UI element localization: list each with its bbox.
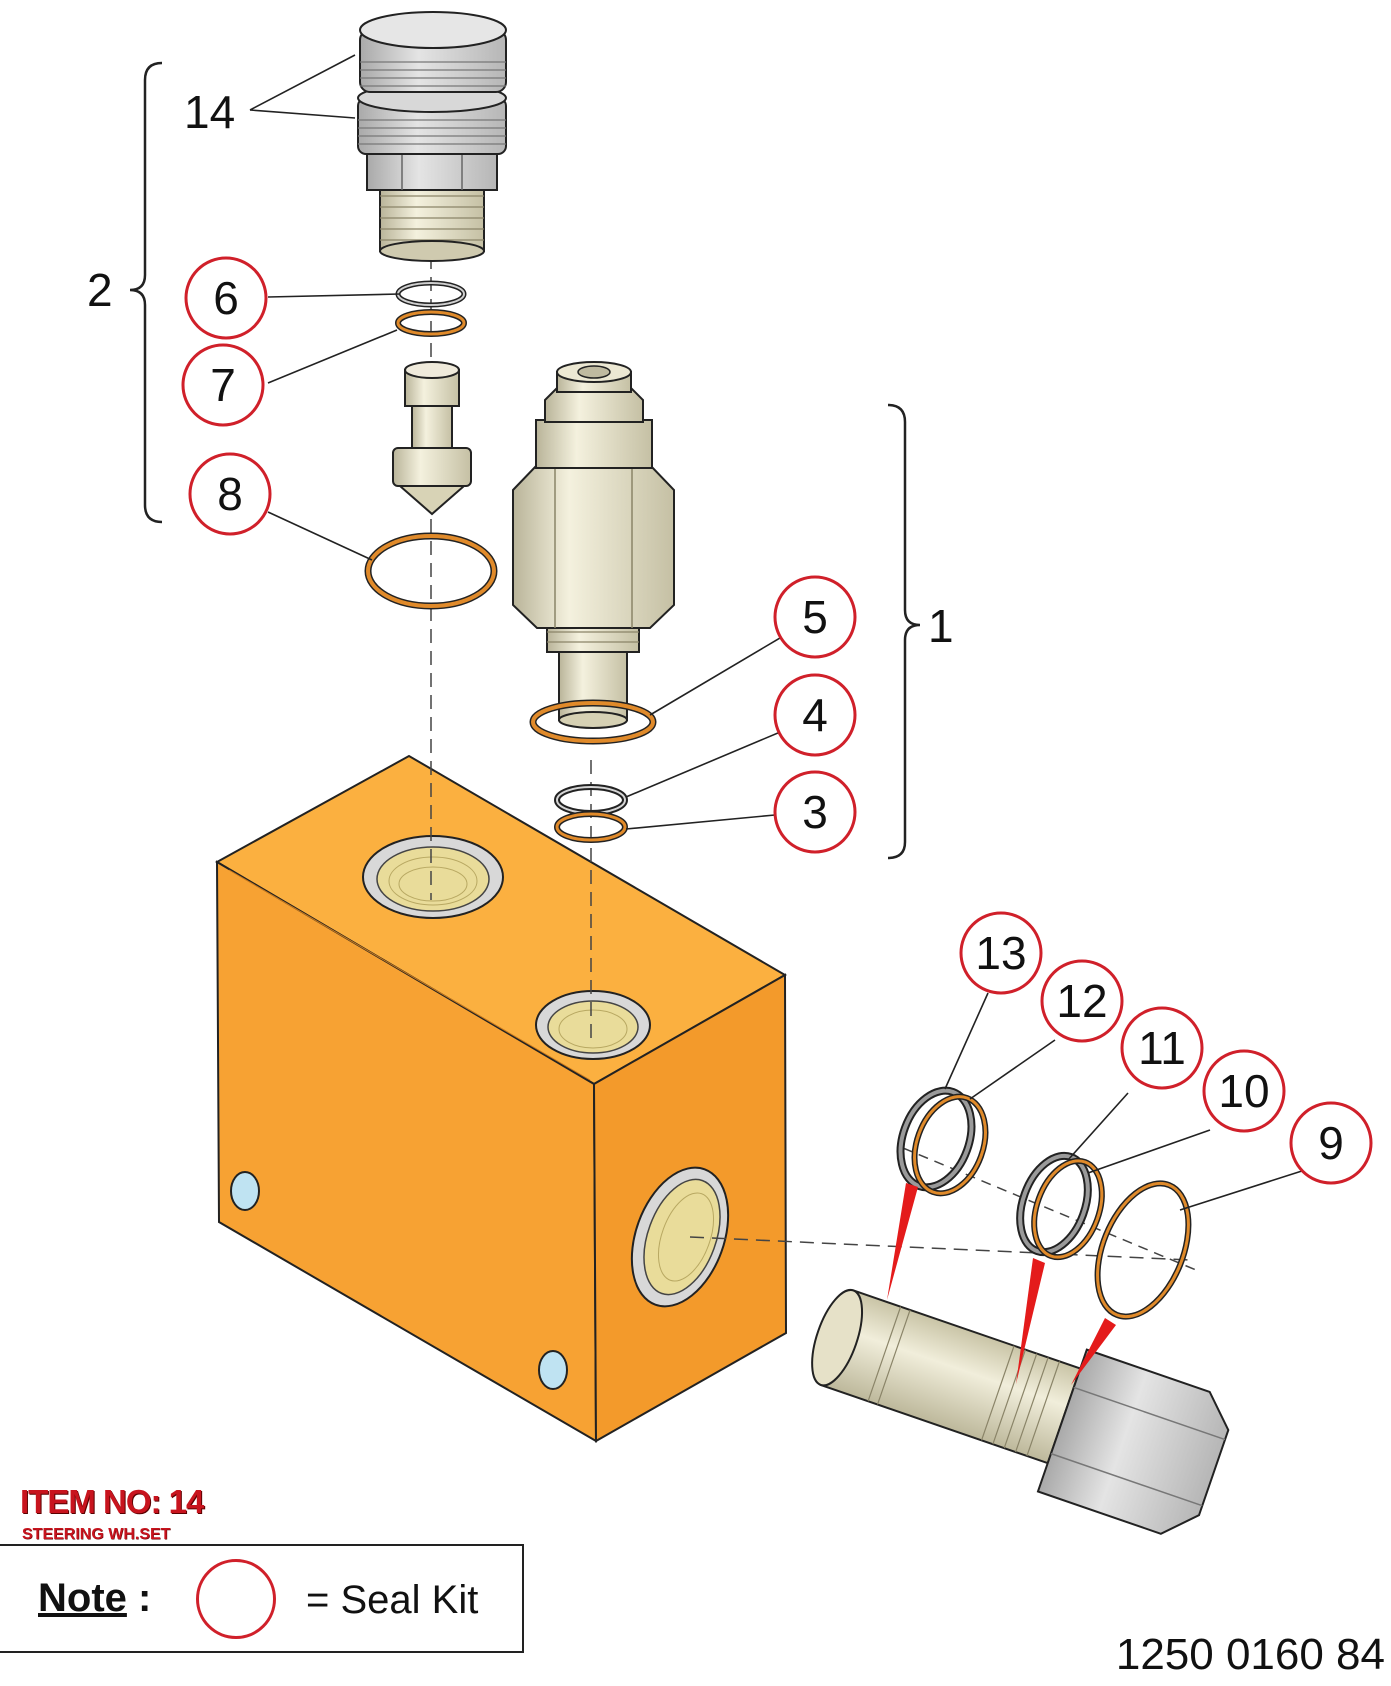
callout-6: 6 bbox=[184, 256, 268, 340]
callout-8: 8 bbox=[188, 452, 272, 536]
callout-13: 13 bbox=[959, 911, 1043, 995]
callout-circle-9 bbox=[1289, 1101, 1373, 1185]
callout-12: 12 bbox=[1040, 959, 1124, 1043]
seal-12-inner bbox=[913, 1095, 987, 1195]
callout-number-3: 3 bbox=[802, 786, 828, 838]
callout-5: 5 bbox=[773, 575, 857, 659]
callout-number-10: 10 bbox=[1218, 1065, 1269, 1117]
brace-group-2 bbox=[129, 61, 163, 524]
valve-block bbox=[214, 754, 788, 1443]
brace-group-1 bbox=[887, 403, 921, 860]
seal-9 bbox=[1094, 1180, 1192, 1320]
callout-11: 11 bbox=[1120, 1006, 1204, 1090]
callout-circle-12 bbox=[1040, 959, 1124, 1043]
drawing-number: 1250 0160 84 bbox=[1115, 1630, 1385, 1679]
backup-ring-3-inner bbox=[555, 812, 627, 842]
label-group-1: 1 bbox=[928, 600, 954, 652]
seal-kit-legend-text: = Seal Kit bbox=[306, 1578, 479, 1622]
callout-4: 4 bbox=[773, 673, 857, 757]
callout-number-11: 11 bbox=[1138, 1022, 1186, 1074]
seal-9-inner bbox=[1096, 1181, 1190, 1319]
callout-layer: 6 7 8 5 4 3 13 12 11 10 9 bbox=[181, 256, 1373, 1185]
callout-circle-13 bbox=[959, 911, 1043, 995]
callout-circle-10 bbox=[1202, 1049, 1286, 1133]
block-port-side bbox=[630, 1166, 730, 1308]
callout-9: 9 bbox=[1289, 1101, 1373, 1185]
label-item-14: 14 bbox=[184, 86, 235, 138]
callout-number-7: 7 bbox=[210, 359, 236, 411]
callout-number-12: 12 bbox=[1056, 975, 1107, 1027]
seal-13-inner bbox=[898, 1088, 974, 1190]
note-colon: : bbox=[126, 1576, 152, 1620]
block-mount-hole-upper bbox=[230, 1171, 260, 1211]
callout-number-5: 5 bbox=[802, 591, 828, 643]
callout-circle-4 bbox=[773, 673, 857, 757]
oring-8-inner bbox=[366, 534, 496, 608]
callout-circle-8 bbox=[188, 452, 272, 536]
block-mount-hole-lower bbox=[538, 1350, 568, 1390]
callout-circle-3 bbox=[773, 770, 857, 854]
callout-3: 3 bbox=[773, 770, 857, 854]
callout-number-4: 4 bbox=[802, 689, 828, 741]
item-description: STEERING WH.SET bbox=[22, 1526, 171, 1543]
callout-number-9: 9 bbox=[1318, 1117, 1344, 1169]
block-port-top-front bbox=[535, 990, 651, 1060]
callout-circle-7 bbox=[181, 343, 265, 427]
side-plug bbox=[811, 1288, 1230, 1535]
plunger bbox=[392, 361, 472, 516]
callout-10: 10 bbox=[1202, 1049, 1286, 1133]
callout-7: 7 bbox=[181, 343, 265, 427]
callout-number-6: 6 bbox=[213, 272, 239, 324]
leader-lines bbox=[249, 54, 1306, 1211]
oring-5-inner bbox=[531, 701, 655, 743]
callout-circle-5 bbox=[773, 575, 857, 659]
note-label-text: Note bbox=[38, 1576, 127, 1620]
callout-circle-11 bbox=[1120, 1006, 1204, 1090]
steering-wheel-cap-assembly bbox=[357, 11, 507, 262]
label-group-2: 2 bbox=[87, 264, 113, 316]
callout-circle-6 bbox=[184, 256, 268, 340]
seal-10-inner bbox=[1032, 1159, 1104, 1259]
callout-number-8: 8 bbox=[217, 468, 243, 520]
item-number-title: ITEM NO: 14 bbox=[20, 1483, 204, 1520]
center-lines bbox=[430, 255, 1197, 1271]
cartridge-valve bbox=[512, 361, 675, 729]
note-box: Note : = Seal Kit bbox=[0, 1544, 524, 1653]
callout-number-13: 13 bbox=[975, 927, 1026, 979]
seal-kit-symbol bbox=[196, 1559, 276, 1639]
note-label: Note : bbox=[38, 1576, 151, 1621]
backup-ring-7-inner bbox=[396, 310, 466, 336]
block-port-top-rear bbox=[362, 835, 504, 919]
assembly-pointers bbox=[887, 1183, 1116, 1385]
